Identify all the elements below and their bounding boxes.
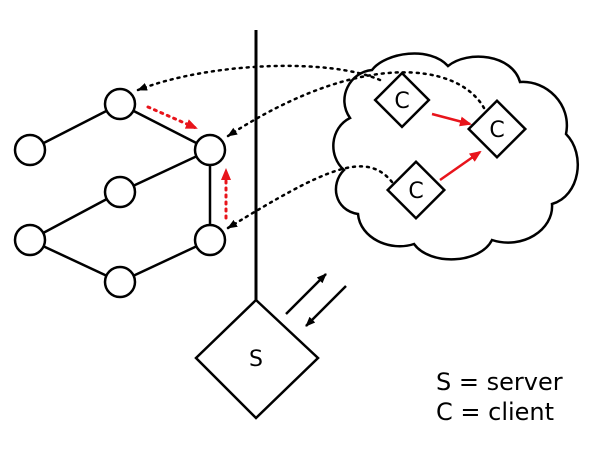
edge: [119, 102, 211, 152]
arrow-down: [305, 285, 347, 327]
graph-node: [13, 223, 47, 257]
graph-red-arrows: [146, 105, 231, 220]
server-label: S: [249, 347, 263, 372]
graph-node: [193, 133, 227, 167]
arrow-up: [285, 273, 327, 315]
client-node: C: [373, 71, 431, 129]
dotted-arrow: [226, 165, 394, 230]
edge: [29, 102, 121, 152]
graph-node: [103, 87, 137, 121]
edge: [29, 238, 121, 284]
legend-server: S = server: [436, 368, 563, 396]
edge: [29, 190, 121, 242]
graph-node: [103, 175, 137, 209]
red-arrow: [431, 112, 472, 127]
client-label: C: [394, 89, 409, 114]
client-label: C: [489, 118, 504, 143]
graph-node: [103, 265, 137, 299]
mapping-arrows: [136, 64, 486, 230]
client-node: C: [385, 159, 447, 221]
edge: [119, 148, 211, 194]
graph-node: [13, 133, 47, 167]
dotted-arrow: [226, 71, 486, 138]
cloud-shape: [332, 52, 580, 261]
server-node: S: [194, 298, 320, 420]
edge: [119, 238, 211, 284]
graph-edges: [29, 102, 212, 284]
red-arrow: [439, 150, 482, 182]
graph-nodes: [13, 87, 227, 299]
client-node: C: [466, 98, 528, 160]
client-label: C: [408, 179, 423, 204]
red-dotted-arrow: [146, 105, 198, 130]
communication-arrows: [285, 273, 347, 327]
graph-node: [193, 223, 227, 257]
legend: S = server C = client: [436, 368, 563, 426]
client-arrows: [431, 112, 482, 182]
dotted-arrow: [136, 64, 382, 92]
legend-client: C = client: [436, 398, 554, 426]
